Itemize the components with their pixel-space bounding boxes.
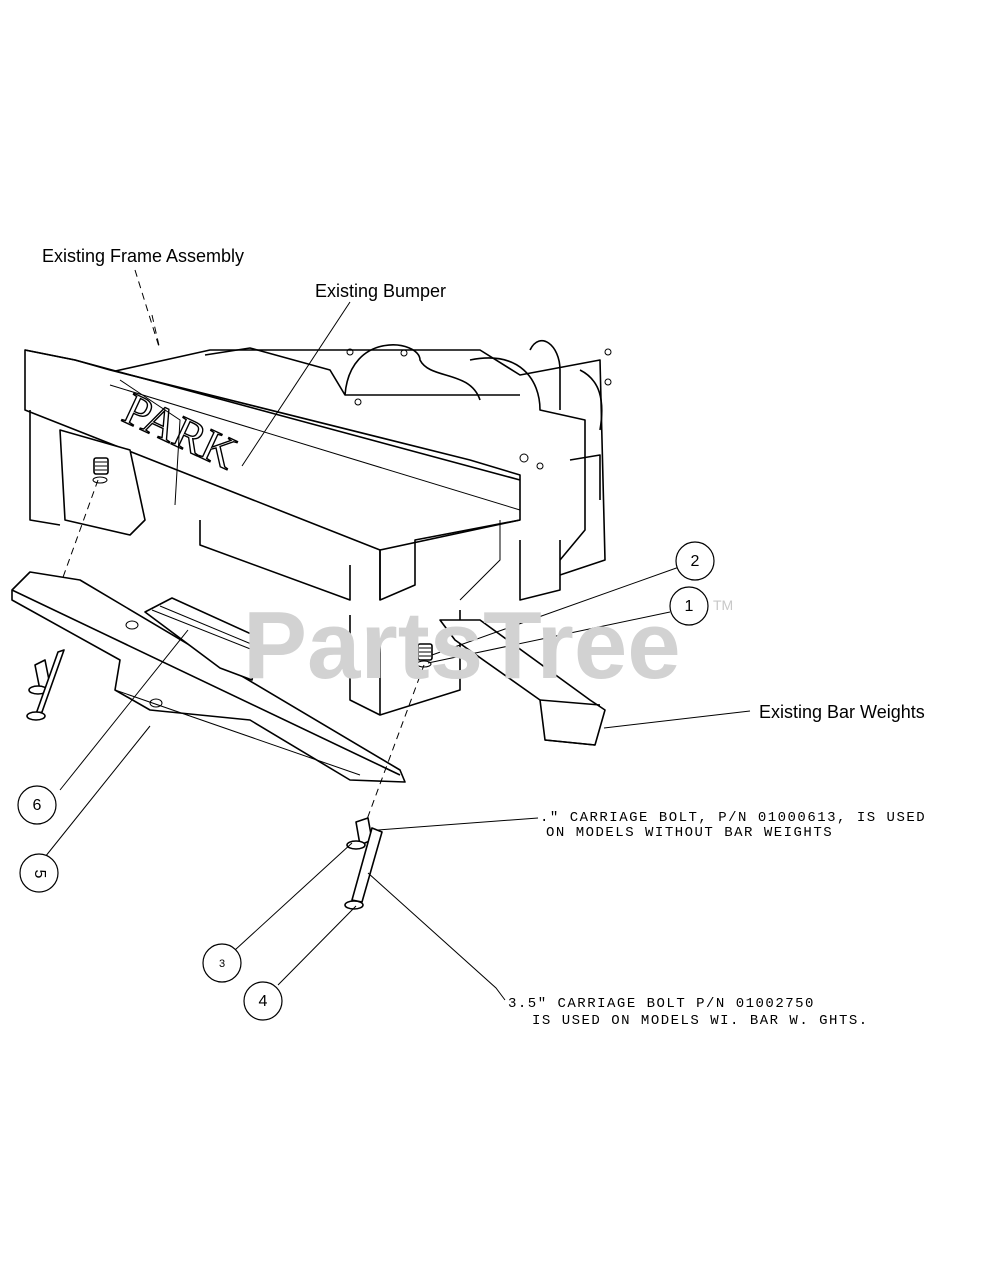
callout-5: 5 xyxy=(19,853,59,893)
callout-2: 2 xyxy=(675,541,715,581)
svg-text:TM: TM xyxy=(713,597,733,613)
callout-1: 1 xyxy=(669,586,709,626)
svg-text:4: 4 xyxy=(259,993,268,1010)
nut-hardware xyxy=(92,457,433,668)
svg-text:1: 1 xyxy=(685,598,694,615)
svg-text:2: 2 xyxy=(691,553,700,570)
label-existing-frame-assembly: Existing Frame Assembly xyxy=(42,246,244,266)
right-carriage-bolts xyxy=(344,817,383,910)
label-existing-bar-weights: Existing Bar Weights xyxy=(759,702,925,722)
leader-lines xyxy=(44,269,751,1001)
svg-text:PartsTree: PartsTree xyxy=(243,592,681,699)
callout-3: 3 xyxy=(202,943,242,983)
note-short-bolt-line1: ." CARRIAGE BOLT, P/N 01000613, IS USED xyxy=(540,810,926,826)
parts-tree-watermark: PartsTree TM xyxy=(243,592,733,699)
left-carriage-bolts xyxy=(26,649,65,721)
note-long-bolt-line2: IS USED ON MODELS WI. BAR W. GHTS. xyxy=(532,1013,869,1029)
label-existing-bumper: Existing Bumper xyxy=(315,281,446,301)
decal xyxy=(144,597,261,681)
note-short-bolt-line2: ON MODELS WITHOUT BAR WEIGHTS xyxy=(546,825,833,841)
existing-bar-weights xyxy=(439,619,606,746)
note-long-bolt-line1: 3.5" CARRIAGE BOLT P/N 01002750 xyxy=(508,996,815,1012)
svg-text:5: 5 xyxy=(31,870,48,879)
svg-text:6: 6 xyxy=(33,797,42,814)
callout-4: 4 xyxy=(243,981,283,1021)
mounting-bracket xyxy=(11,571,406,783)
callout-6: 6 xyxy=(17,785,57,825)
svg-text:3: 3 xyxy=(219,958,225,970)
